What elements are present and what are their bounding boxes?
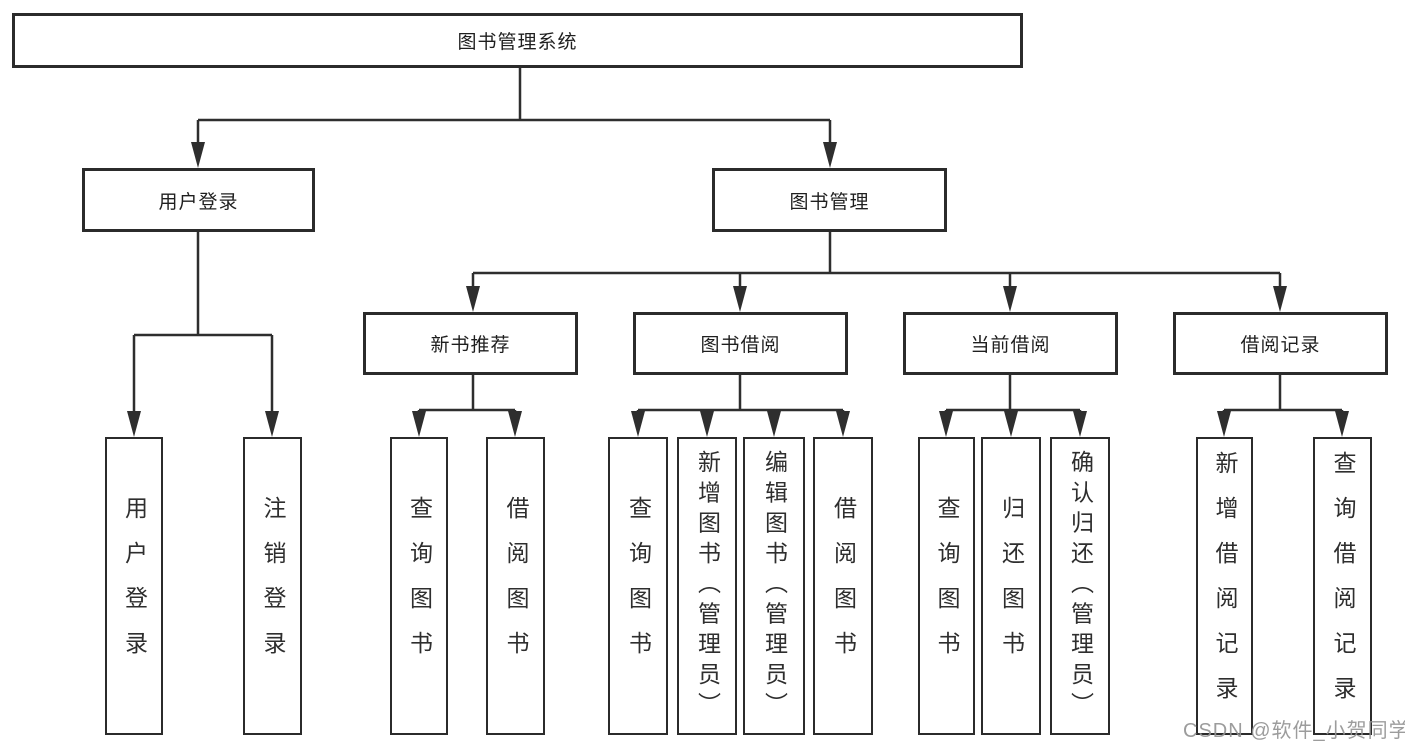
leaf-query-books-recommend: 查询图书	[390, 437, 448, 735]
leaf-confirm-return-admin: 确认归还（管理员）	[1050, 437, 1110, 735]
node-user-login: 用户登录	[82, 168, 315, 232]
leaf-query-books-borrow-label: 查询图书	[625, 496, 652, 676]
node-book-management: 图书管理	[712, 168, 947, 232]
leaf-borrow-books-recommend: 借阅图书	[486, 437, 545, 735]
node-library-management-system: 图书管理系统	[12, 13, 1023, 68]
node-book-borrow: 图书借阅	[633, 312, 848, 375]
leaf-confirm-return-admin-label: 确认归还（管理员）	[1067, 450, 1094, 722]
leaf-edit-book-admin: 编辑图书（管理员）	[743, 437, 805, 735]
leaf-query-books-current-label: 查询图书	[934, 496, 960, 676]
leaf-logout-label: 注销登录	[260, 496, 286, 676]
leaf-add-book-admin: 新增图书（管理员）	[677, 437, 737, 735]
leaf-return-book-label: 归还图书	[998, 496, 1025, 676]
leaf-borrow-books-recommend-label: 借阅图书	[503, 496, 529, 676]
leaf-logout: 注销登录	[243, 437, 302, 735]
leaf-add-borrow-record: 新增借阅记录	[1196, 437, 1253, 735]
node-borrow-records: 借阅记录	[1173, 312, 1388, 375]
watermark: CSDN @软件_小贺同学	[1183, 720, 1405, 742]
leaf-return-book: 归还图书	[981, 437, 1041, 735]
leaf-borrow-books: 借阅图书	[813, 437, 873, 735]
leaf-borrow-books-label: 借阅图书	[830, 496, 857, 676]
leaf-add-book-admin-label: 新增图书（管理员）	[694, 450, 721, 722]
node-new-book-recommend: 新书推荐	[363, 312, 578, 375]
leaf-add-borrow-record-label: 新增借阅记录	[1212, 451, 1238, 721]
leaf-query-books-recommend-label: 查询图书	[406, 496, 433, 676]
leaf-query-books-borrow: 查询图书	[608, 437, 668, 735]
leaf-query-borrow-record-label: 查询借阅记录	[1330, 451, 1356, 721]
leaf-user-login: 用户登录	[105, 437, 163, 735]
leaf-user-login-label: 用户登录	[121, 496, 148, 676]
leaf-edit-book-admin-label: 编辑图书（管理员）	[761, 450, 788, 722]
arrowheads	[127, 142, 1349, 437]
node-current-borrow: 当前借阅	[903, 312, 1118, 375]
leaf-query-borrow-record: 查询借阅记录	[1313, 437, 1372, 735]
leaf-query-books-current: 查询图书	[918, 437, 975, 735]
